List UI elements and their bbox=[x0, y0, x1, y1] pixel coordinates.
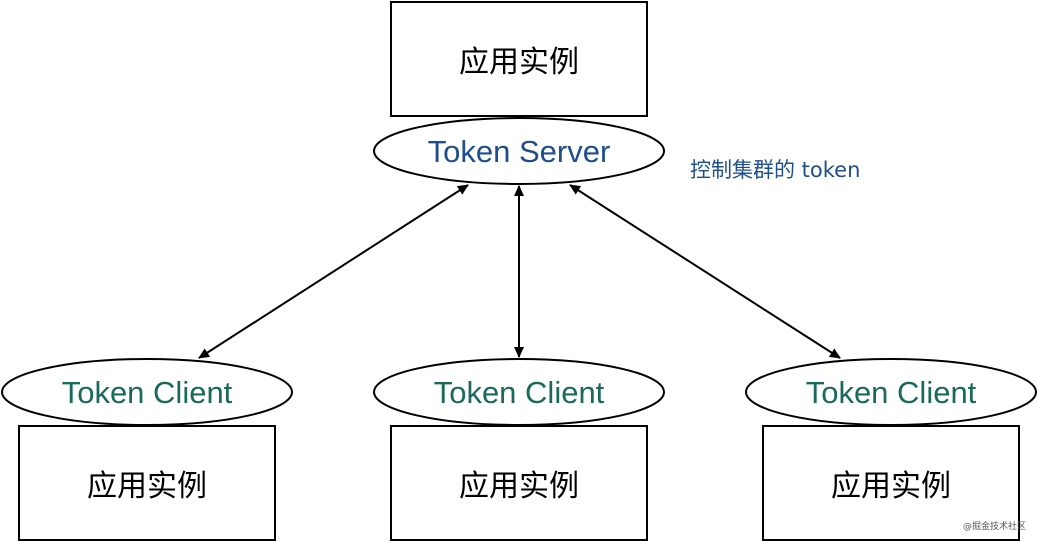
client-app-box-1 bbox=[18, 425, 276, 541]
server-note: 控制集群的 token bbox=[690, 158, 860, 182]
client-app-label-3: 应用实例 bbox=[831, 469, 951, 504]
token-client-label-1: Token Client bbox=[62, 375, 233, 410]
client-app-box-3 bbox=[762, 425, 1020, 541]
token-server-label: Token Server bbox=[428, 134, 611, 169]
token-client-label-2: Token Client bbox=[434, 375, 605, 410]
arrow-server-client-right bbox=[569, 184, 841, 359]
token-server-node bbox=[373, 117, 665, 185]
server-app-label: 应用实例 bbox=[459, 45, 579, 80]
client-app-box-2 bbox=[390, 425, 648, 541]
client-app-label-1: 应用实例 bbox=[87, 469, 207, 504]
client-app-label-2: 应用实例 bbox=[459, 469, 579, 504]
server-app-box bbox=[390, 1, 648, 117]
watermark: @掘金技术社区 bbox=[963, 520, 1026, 532]
token-client-label-3: Token Client bbox=[806, 375, 977, 410]
arrow-server-client-left bbox=[198, 184, 469, 359]
